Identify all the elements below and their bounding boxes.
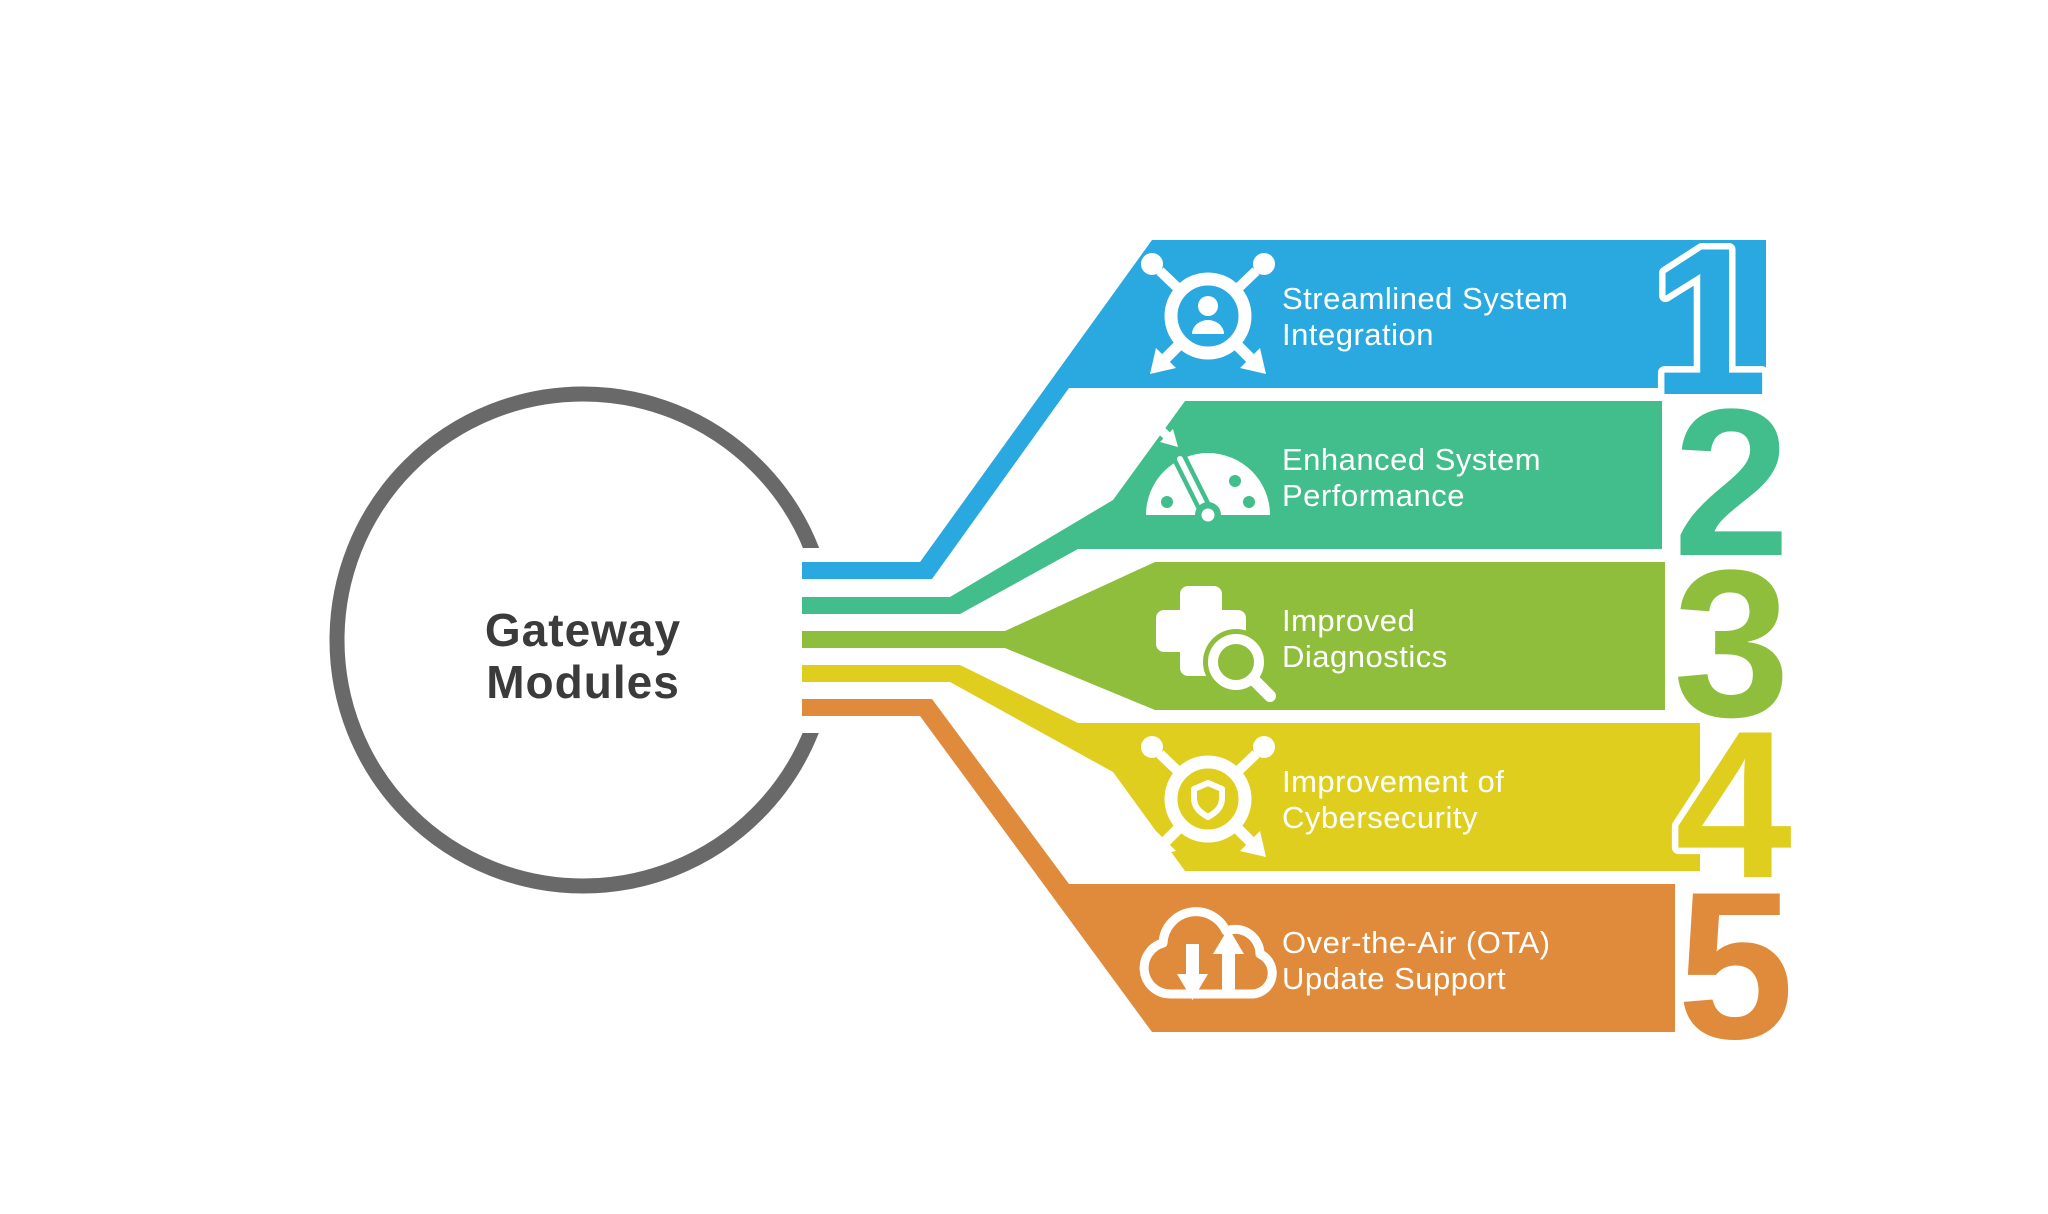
item-4-banner [802,665,1700,871]
item-1: Streamlined System Integration 1 [802,198,1775,579]
item-5: Over-the-Air (OTA) Update Support 5 [802,699,1801,1090]
item-2-label-line1: Enhanced System [1282,442,1541,477]
item-5-label-line1: Over-the-Air (OTA) [1282,925,1551,960]
hub-title-line2: Modules [486,656,680,708]
item-4-label-line2: Cybersecurity [1282,800,1478,835]
performance-gauge-icon [1146,420,1270,528]
item-1-number: 1 [1651,204,1768,439]
item-1-label-line2: Integration [1282,317,1434,352]
cloud-update-icon [1139,907,1277,1000]
item-1-banner [802,240,1766,579]
system-integration-network-icon [1141,253,1275,374]
item-5-banner [802,699,1675,1032]
item-3-label-line1: Improved [1282,603,1415,638]
item-2: Enhanced System Performance 2 [802,359,1797,614]
diagnostics-magnifier-icon [1156,586,1276,702]
item-4: Improvement of Cybersecurity 4 [802,665,1799,929]
cybersecurity-shield-network-icon [1141,736,1275,857]
hub-title-line1: Gateway [485,604,681,656]
item-2-number: 2 [1673,365,1790,600]
item-4-label-line1: Improvement of [1282,764,1504,799]
item-5-number: 5 [1677,848,1794,1083]
item-4-number: 4 [1675,687,1792,922]
item-2-label-line2: Performance [1282,478,1465,513]
item-5-label-line2: Update Support [1282,961,1506,996]
item-1-label-line1: Streamlined System [1282,281,1568,316]
item-3-label-line2: Diagnostics [1282,639,1448,674]
